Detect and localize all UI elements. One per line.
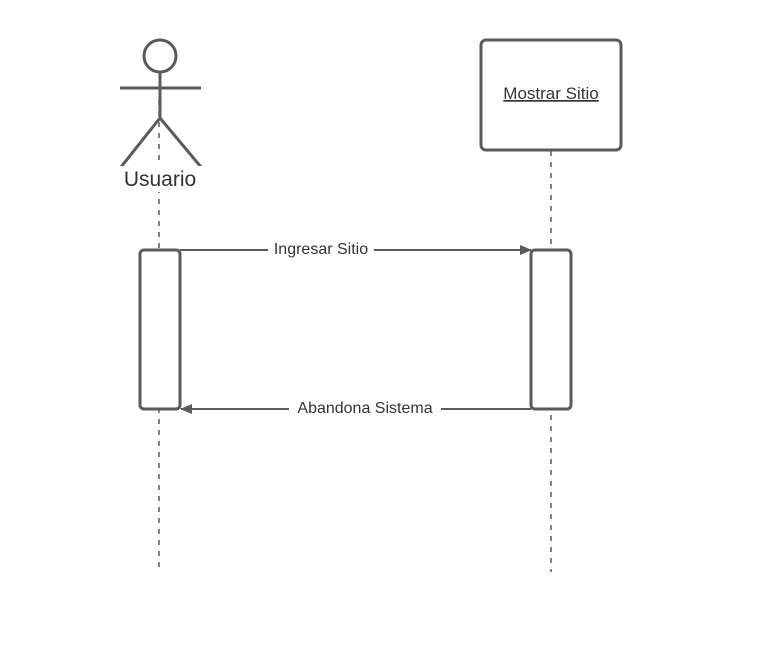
object-label: Mostrar Sitio bbox=[503, 84, 598, 103]
message-abandona-sistema[interactable]: Abandona Sistema bbox=[180, 397, 531, 419]
actor-head bbox=[142, 38, 178, 74]
usuario-activation-bar[interactable] bbox=[138, 248, 182, 411]
mostrar-sitio-object[interactable]: Mostrar Sitio bbox=[479, 38, 623, 152]
message-label: Abandona Sistema bbox=[297, 400, 432, 417]
actor-label: Usuario bbox=[124, 168, 196, 191]
message-ingresar-sitio[interactable]: Ingresar Sitio bbox=[180, 238, 532, 260]
actor-left-leg bbox=[119, 117, 162, 168]
actor-right-leg bbox=[158, 117, 203, 168]
usuario-actor[interactable] bbox=[119, 38, 203, 168]
mostrar-sitio-activation-bar[interactable] bbox=[529, 248, 573, 411]
object-box bbox=[479, 38, 623, 152]
message-label: Ingresar Sitio bbox=[274, 241, 368, 258]
